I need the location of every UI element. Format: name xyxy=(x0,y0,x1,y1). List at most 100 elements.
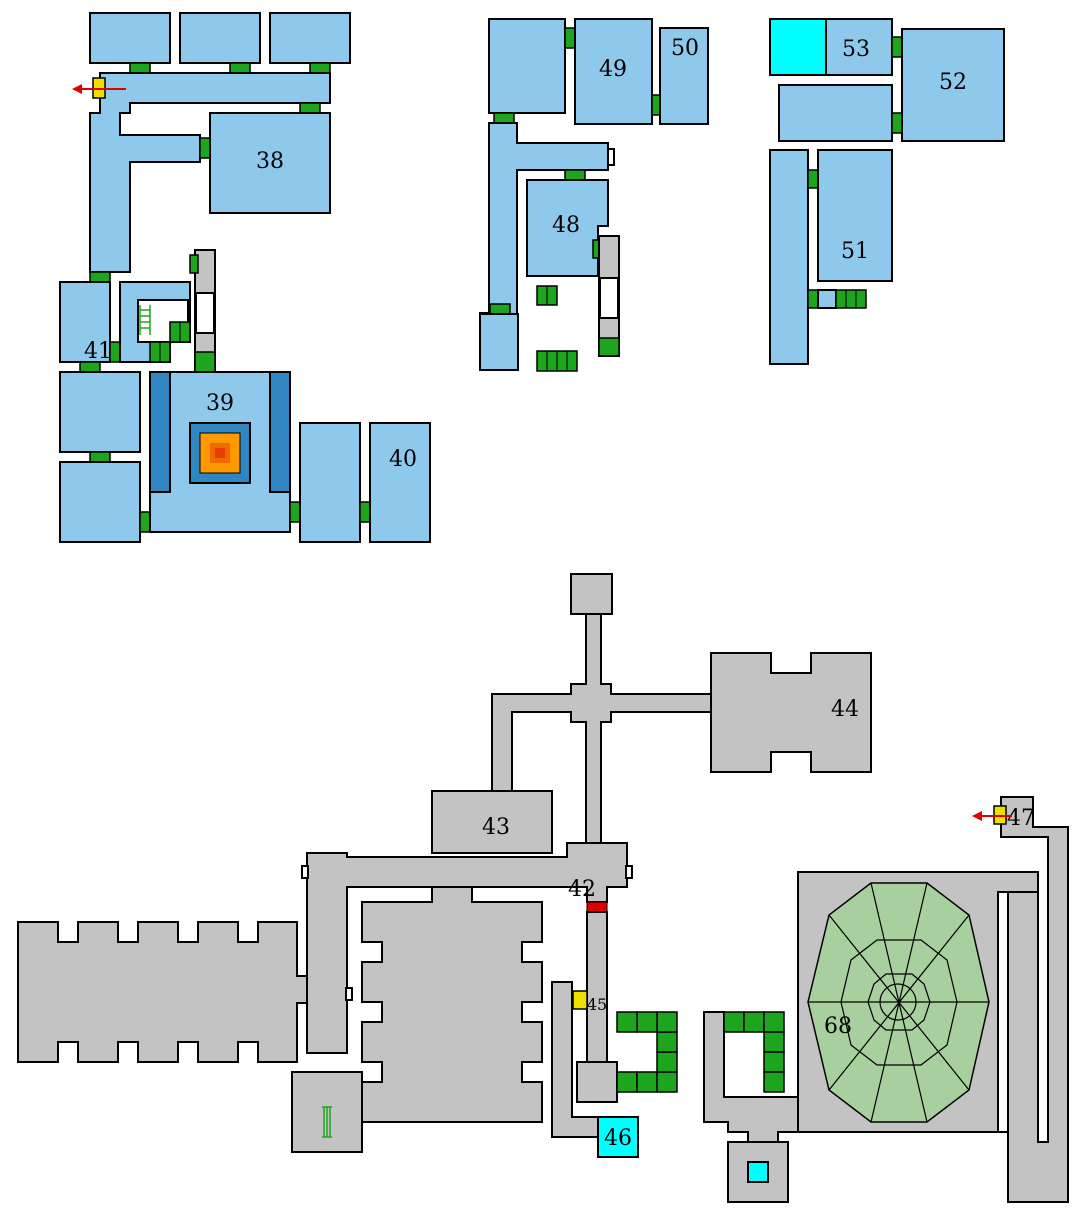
door xyxy=(359,501,371,523)
room-label-45: 45 xyxy=(587,995,607,1014)
door xyxy=(651,94,661,116)
door xyxy=(199,137,211,159)
wall-nub xyxy=(301,865,309,879)
water-strip-east xyxy=(269,371,291,493)
room-label-48: 48 xyxy=(552,213,580,238)
room-label-44: 44 xyxy=(831,697,859,722)
spider-web-icon xyxy=(807,882,990,1123)
room-north-2 xyxy=(179,12,261,64)
room-label-41: 41 xyxy=(84,339,112,364)
door xyxy=(299,102,321,114)
ice-section-west: 38 41 39 xyxy=(59,12,431,543)
stairs-icon xyxy=(616,1011,678,1093)
room-label-50: 50 xyxy=(671,36,699,61)
door xyxy=(189,254,199,274)
ice-section-east: 53 52 51 xyxy=(769,18,1005,365)
room-north-west xyxy=(488,18,566,114)
locked-door-red xyxy=(586,901,608,913)
room-label-46: 46 xyxy=(604,1126,632,1151)
door xyxy=(309,62,331,74)
lava-center xyxy=(215,448,225,458)
stairs-icon xyxy=(723,1011,785,1093)
wall-nub xyxy=(625,865,633,879)
corridor-nub xyxy=(607,148,615,166)
room-44 xyxy=(710,652,872,773)
stone-section: 44 43 42 45 xyxy=(17,573,1069,1203)
central-hall xyxy=(361,886,543,1123)
ice-section-center: 49 50 48 xyxy=(479,18,709,372)
door xyxy=(891,36,903,58)
wall-nub xyxy=(345,987,353,1001)
room-label-39: 39 xyxy=(206,391,234,416)
room-north-3 xyxy=(269,12,351,64)
room-west-2 xyxy=(59,461,141,543)
room-label-68: 68 xyxy=(824,1014,852,1039)
room-53 xyxy=(825,18,893,76)
door xyxy=(564,169,586,181)
door xyxy=(493,112,515,124)
west-great-hall xyxy=(17,921,308,1063)
corridor-stub xyxy=(817,289,837,309)
exit-arrow-head xyxy=(972,811,982,821)
room-68-slot xyxy=(997,891,1009,1133)
ladder-icon xyxy=(322,1106,332,1138)
room-west-1 xyxy=(59,371,141,453)
ice-corridor xyxy=(89,72,331,273)
shaft-gap xyxy=(599,277,619,319)
room-45-chamber xyxy=(576,1061,618,1103)
teleport-room xyxy=(769,18,827,76)
door xyxy=(89,271,111,283)
south-shaft xyxy=(586,911,608,1063)
door xyxy=(807,169,819,189)
door xyxy=(139,511,151,533)
door xyxy=(891,112,903,134)
room-label-43: 43 xyxy=(482,815,510,840)
room-41 xyxy=(59,281,111,363)
room-52 xyxy=(901,28,1005,142)
door xyxy=(289,501,301,523)
north-tower xyxy=(570,573,613,615)
door xyxy=(89,451,111,463)
door xyxy=(489,303,511,315)
door xyxy=(564,27,576,49)
lava-pit-icon xyxy=(199,432,241,474)
room-46 xyxy=(597,1116,639,1158)
stairs-icon xyxy=(835,289,867,309)
room-label-51: 51 xyxy=(841,239,869,264)
room-label-53: 53 xyxy=(842,37,870,62)
room-north-1 xyxy=(89,12,171,64)
room-label-40: 40 xyxy=(389,447,417,472)
room-48 xyxy=(526,179,609,277)
room-label-42: 42 xyxy=(568,877,596,902)
room-west-tall xyxy=(769,149,809,365)
room-47-corridor xyxy=(1000,796,1069,1203)
room-38 xyxy=(209,112,331,214)
door xyxy=(129,62,151,74)
ladder-room xyxy=(291,1071,363,1153)
exit-arrow-head xyxy=(72,84,82,94)
door xyxy=(229,62,251,74)
room-49 xyxy=(574,18,653,125)
room-east-wing xyxy=(299,422,361,543)
door xyxy=(109,341,121,363)
room-label-38: 38 xyxy=(256,149,284,174)
ladder-icon xyxy=(139,305,151,335)
room-south-west xyxy=(479,313,519,371)
water-strip-west xyxy=(149,371,171,493)
room-middle xyxy=(778,84,893,142)
room-label-52: 52 xyxy=(939,70,967,95)
room-label-47: 47 xyxy=(1007,806,1035,831)
stairs-icon xyxy=(598,337,620,357)
stairs-icon xyxy=(194,351,216,373)
door xyxy=(807,289,819,309)
room-label-49: 49 xyxy=(599,57,627,82)
shaft-gap xyxy=(195,292,215,334)
room-40 xyxy=(369,422,431,543)
room-43 xyxy=(431,790,553,854)
teleport-pad xyxy=(747,1161,769,1183)
room-51 xyxy=(817,149,893,282)
door xyxy=(79,361,101,373)
locked-door-icon xyxy=(572,990,588,1010)
room-50 xyxy=(659,27,709,125)
